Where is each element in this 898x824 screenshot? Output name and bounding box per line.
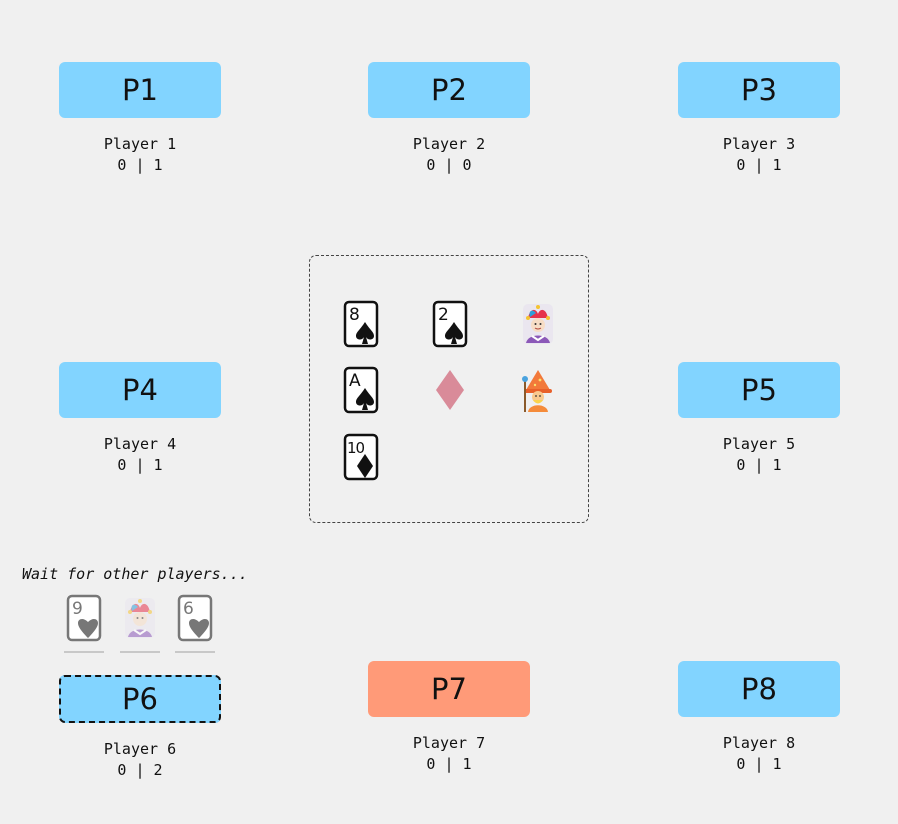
jester-icon[interactable]: [122, 594, 158, 642]
card-heart-icon[interactable]: 6: [177, 594, 213, 642]
diamond-icon: [436, 370, 464, 410]
player-badge-p7[interactable]: P7: [368, 661, 530, 717]
played-cards-pile: 8 2 A: [309, 255, 589, 523]
seat-p3: P3 Player 3 0 | 1: [678, 62, 840, 175]
player-name: Player 1: [103, 135, 177, 153]
card-spade-icon: A: [343, 366, 379, 414]
player-name: Player 6: [103, 740, 177, 758]
seat-p6: P6 Player 6 0 | 2: [59, 675, 221, 780]
hand-card-slot[interactable]: 9: [64, 594, 104, 654]
card-rank: 2: [438, 305, 449, 325]
hand-card-slot[interactable]: [120, 594, 160, 654]
wizard-icon: [522, 370, 552, 412]
slot-underline: [120, 651, 160, 653]
player-name: Player 7: [412, 734, 486, 752]
player-name: Player 5: [722, 435, 796, 453]
player-score: 0 | 1: [736, 755, 782, 773]
card-spade-icon: 8: [343, 300, 379, 348]
player-name: Player 8: [722, 734, 796, 752]
player-score: 0 | 0: [426, 156, 472, 174]
player-name: Player 2: [412, 135, 486, 153]
player-score: 0 | 1: [426, 755, 472, 773]
card-rank: 9: [72, 599, 83, 619]
card-rank: 8: [349, 305, 360, 325]
card-heart-icon[interactable]: 9: [66, 594, 102, 642]
player-score: 0 | 2: [117, 761, 163, 779]
slot-underline: [175, 651, 215, 653]
player-badge-p5[interactable]: P5: [678, 362, 840, 418]
player-badge-p8[interactable]: P8: [678, 661, 840, 717]
seat-p1: P1 Player 1 0 | 1: [59, 62, 221, 175]
player-badge-p3[interactable]: P3: [678, 62, 840, 118]
player-score: 0 | 1: [736, 456, 782, 474]
seat-p8: P8 Player 8 0 | 1: [678, 661, 840, 774]
player-score: 0 | 1: [117, 456, 163, 474]
card-spade-icon: 2: [432, 300, 468, 348]
player-name: Player 4: [103, 435, 177, 453]
jester-icon: [523, 304, 553, 344]
seat-p2: P2 Player 2 0 | 0: [368, 62, 530, 175]
player-score: 0 | 1: [736, 156, 782, 174]
seat-p5: P5 Player 5 0 | 1: [678, 362, 840, 475]
player-badge-p1[interactable]: P1: [59, 62, 221, 118]
slot-underline: [64, 651, 104, 653]
wait-status: Wait for other players...: [22, 565, 248, 583]
card-diamond-icon: 10: [343, 433, 379, 481]
player-badge-p6[interactable]: P6: [59, 675, 221, 723]
player-badge-p4[interactable]: P4: [59, 362, 221, 418]
seat-p7: P7 Player 7 0 | 1: [368, 661, 530, 774]
player-badge-p2[interactable]: P2: [368, 62, 530, 118]
seat-p4: P4 Player 4 0 | 1: [59, 362, 221, 475]
card-rank: 6: [183, 599, 194, 619]
card-rank: A: [349, 371, 361, 391]
hand-card-slot[interactable]: 6: [175, 594, 215, 654]
player-score: 0 | 1: [117, 156, 163, 174]
player-name: Player 3: [722, 135, 796, 153]
card-rank: 10: [347, 439, 365, 457]
